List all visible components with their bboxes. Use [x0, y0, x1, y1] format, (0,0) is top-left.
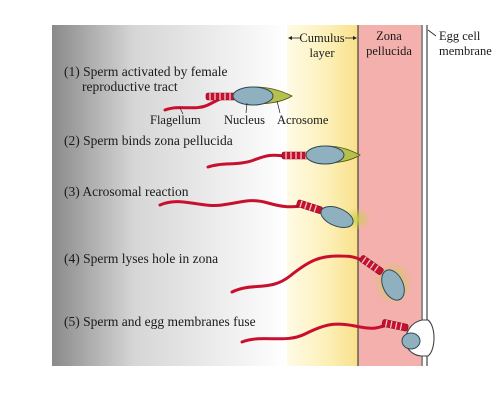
sperm-1	[163, 86, 293, 112]
step-1-label: (1) Sperm activated by female	[64, 64, 227, 79]
sperm-3-nucleus	[320, 206, 354, 228]
sperm-5	[240, 319, 435, 357]
cumulus-layer-region	[287, 25, 358, 366]
zona-label-line1: Zona	[376, 29, 402, 43]
egg-membrane-label: Egg cell membrane	[427, 29, 492, 58]
sperm-3	[158, 199, 371, 230]
flagellum-label: Flagellum	[150, 113, 201, 127]
cumulus-layer-label: Cumulus layer	[288, 31, 357, 60]
sperm-5-midpiece	[381, 319, 409, 332]
sperm-1-nucleus	[232, 86, 274, 106]
sperm-2	[206, 145, 361, 169]
zona-pellucida-label: Zona pellucida	[366, 29, 412, 58]
step-3-label: (3) Acrosomal reaction	[64, 184, 189, 199]
zona-label-line2: pellucida	[366, 44, 412, 58]
sperm-4-nucleus	[381, 269, 405, 301]
step-4-label: (4) Sperm lyses hole in zona	[64, 251, 218, 266]
sperm-5-flagellum	[240, 322, 386, 344]
sperm-2-flagellum	[206, 153, 288, 169]
step-2-label: (2) Sperm binds zona pellucida	[64, 133, 233, 148]
sperm-4-flagellum	[230, 254, 364, 294]
zona-pellucida-region	[358, 25, 421, 366]
sperm-4-midpiece	[359, 255, 384, 275]
outer-gray-gradient	[52, 25, 287, 366]
sperm-part-labels: Flagellum Nucleus Acrosome	[150, 100, 329, 127]
cumulus-label-line2: layer	[310, 46, 336, 60]
egg-label-line2: membrane	[439, 44, 492, 58]
cumulus-label-line1: Cumulus	[299, 31, 344, 45]
acrosome-label: Acrosome	[277, 113, 329, 127]
sperm-4	[230, 254, 413, 305]
step-1-label-line2: reproductive tract	[82, 79, 178, 94]
sperm-2-nucleus	[305, 145, 345, 165]
egg-cell-region	[421, 25, 500, 366]
nucleus-label: Nucleus	[224, 113, 265, 127]
sperm-5-nucleus	[401, 332, 421, 350]
step-5-label: (5) Sperm and egg membranes fuse	[64, 314, 256, 329]
egg-label-line1: Egg cell	[439, 29, 481, 43]
sperm-3-flagellum	[158, 199, 305, 209]
